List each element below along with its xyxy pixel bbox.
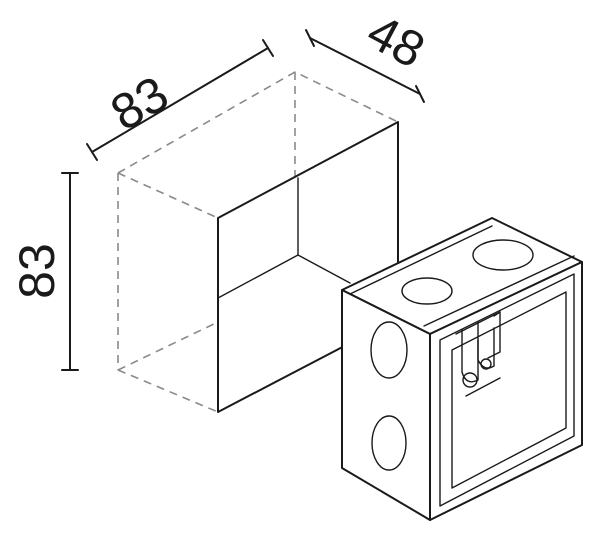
junction-box — [341, 217, 583, 521]
recess-outline — [117, 71, 399, 413]
width-label: 83 — [101, 65, 177, 141]
height-dimension: 83 — [9, 172, 79, 371]
knockout-top-left — [401, 277, 453, 305]
knockout-side-lower — [371, 415, 407, 471]
height-label: 83 — [9, 243, 65, 299]
mounting-bracket — [455, 311, 501, 397]
depth-dimension: 48 — [305, 3, 434, 103]
knockout-side-upper — [370, 321, 408, 379]
knockout-top-right — [472, 239, 534, 271]
